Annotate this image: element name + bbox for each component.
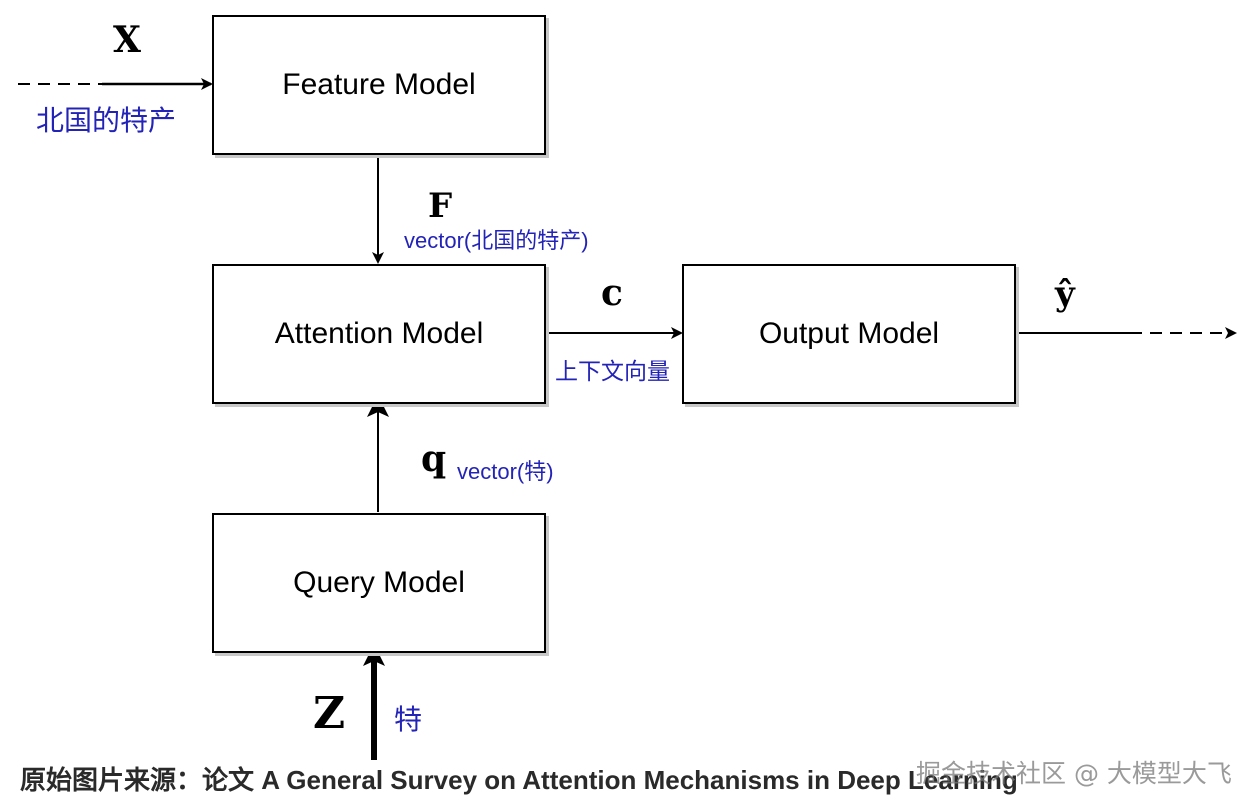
- query-model-box: Query Model: [212, 513, 546, 653]
- symbol-y-hat: ŷ: [1055, 274, 1075, 314]
- symbol-q: q: [421, 438, 447, 480]
- annotation-x: 北国的特产: [36, 105, 177, 136]
- symbol-c: c: [601, 272, 623, 314]
- output-model-box: Output Model: [682, 264, 1016, 404]
- symbol-f: F: [428, 186, 453, 226]
- annotation-q: vector(特): [457, 459, 554, 484]
- feature-model-box: Feature Model: [212, 15, 546, 155]
- annotation-c: 上下文向量: [555, 358, 670, 384]
- symbol-x: X: [113, 19, 141, 61]
- query-model-label: Query Model: [293, 566, 465, 599]
- annotation-z: 特: [394, 704, 423, 735]
- annotation-f: vector(北国的特产): [404, 228, 589, 253]
- feature-model-label: Feature Model: [282, 68, 476, 101]
- watermark: 掘金技术社区 @ 大模型大飞: [916, 759, 1232, 788]
- output-model-label: Output Model: [758, 317, 940, 350]
- source-caption: 原始图片来源：论文 A General Survey on Attention …: [20, 765, 1018, 795]
- attention-model-label: Attention Model: [274, 317, 484, 350]
- symbol-z: Z: [313, 688, 346, 739]
- attention-model-box: Attention Model: [212, 264, 546, 404]
